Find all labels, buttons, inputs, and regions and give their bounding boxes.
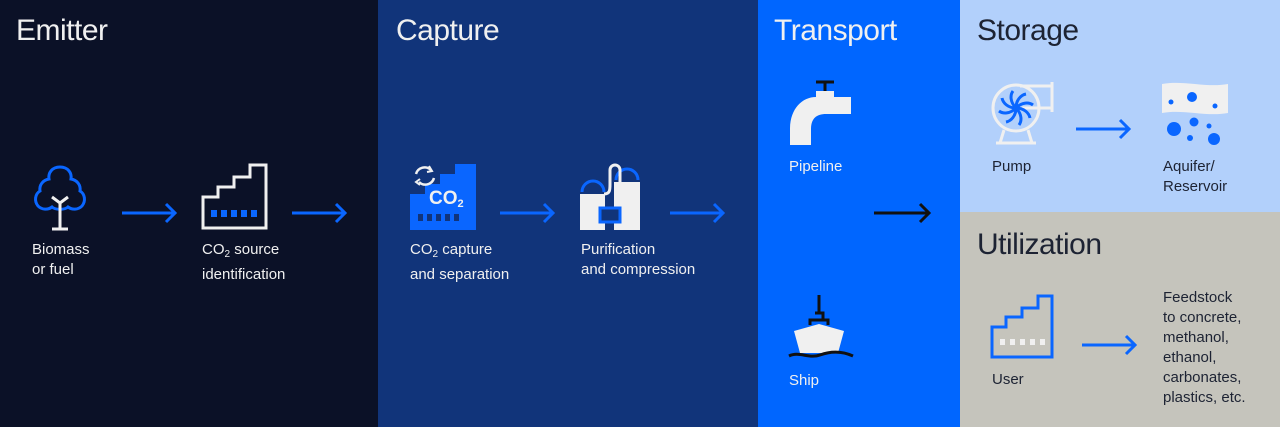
storage-title: Storage	[977, 14, 1079, 47]
ship-icon	[788, 295, 854, 358]
pump-label: Pump	[992, 158, 1032, 175]
compressor-icon	[580, 163, 640, 230]
co2-capture-icon: CO2	[410, 164, 476, 230]
storage-panel: Storage Pump Aquifer/Reservoir	[960, 0, 1280, 212]
pipeline-faucet-icon	[790, 80, 851, 145]
arrow-icon	[670, 202, 726, 224]
arrow-icon	[874, 202, 932, 224]
arrow-icon	[500, 202, 556, 224]
pipeline-label: Pipeline	[789, 158, 843, 175]
capture-title: Capture	[396, 14, 500, 47]
factory-icon	[990, 294, 1054, 359]
arrow-icon	[1076, 118, 1132, 140]
emitter-title: Emitter	[16, 14, 108, 47]
transport-panel: Transport Pipeline Ship	[758, 0, 960, 427]
utilization-title: Utilization	[977, 228, 1102, 261]
arrow-icon	[1082, 334, 1138, 356]
user-label: User	[992, 371, 1024, 388]
transport-title: Transport	[774, 14, 897, 47]
factory-icon	[201, 163, 268, 230]
aquifer-label: Aquifer/Reservoir	[1163, 158, 1228, 195]
aquifer-icon	[1162, 82, 1228, 145]
tree-icon	[34, 165, 86, 231]
arrow-icon	[122, 202, 178, 224]
ship-label: Ship	[789, 372, 820, 389]
arrow-icon	[292, 202, 348, 224]
pump-icon	[991, 82, 1054, 145]
